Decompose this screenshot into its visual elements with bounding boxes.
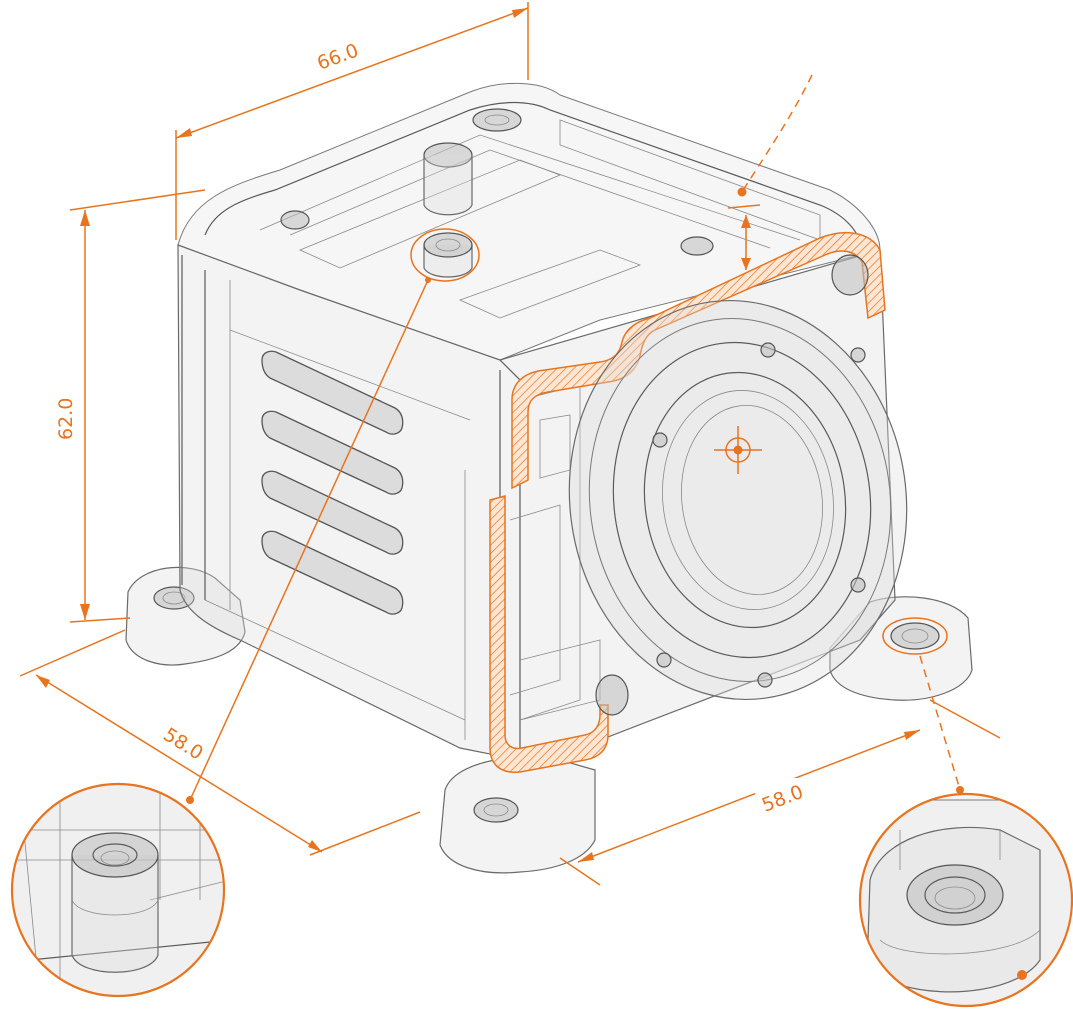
detail-callout-boss bbox=[10, 782, 226, 998]
housing-body bbox=[177, 82, 896, 761]
dimension-depth-right: 58.0 bbox=[559, 699, 1001, 886]
dimension-height: 62.0 bbox=[55, 189, 206, 623]
height-dimension-label: 62.0 bbox=[55, 398, 77, 440]
leader-lines bbox=[186, 74, 964, 804]
mounting-feet bbox=[125, 566, 973, 874]
width-dimension-label: 66.0 bbox=[314, 40, 361, 75]
crosshair-icon bbox=[714, 426, 762, 474]
depth-left-dimension-label: 58.0 bbox=[159, 724, 207, 765]
lens-mount bbox=[568, 254, 908, 716]
detail-callout-foot-hole bbox=[858, 792, 1073, 1008]
